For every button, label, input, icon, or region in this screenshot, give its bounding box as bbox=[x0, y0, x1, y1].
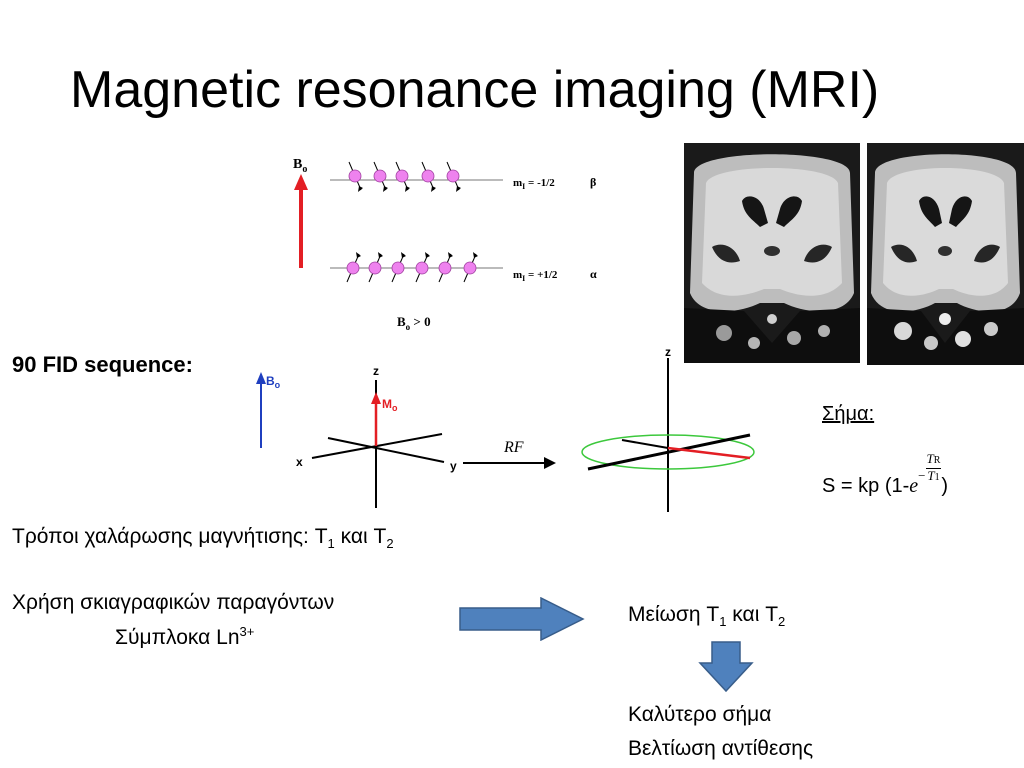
contrast-agents-text: Χρήση σκιαγραφικών παραγόντων bbox=[12, 591, 335, 614]
y-axis-1 bbox=[327, 437, 445, 463]
y-axis-2 bbox=[621, 439, 669, 449]
fraction-denominator: T1 bbox=[927, 468, 940, 484]
y-label-1: y bbox=[450, 459, 457, 473]
spin-particle bbox=[463, 252, 478, 283]
spin-particle bbox=[415, 252, 430, 283]
brain-scan-left-drawing bbox=[684, 143, 860, 363]
spin-particle bbox=[346, 252, 361, 283]
fraction-numerator: TR bbox=[925, 452, 942, 469]
spin-particle bbox=[438, 252, 453, 283]
better-signal-text: Καλύτερο σήμα bbox=[628, 703, 772, 726]
signal-label: Σήμα: bbox=[822, 403, 875, 425]
formula-minus: − bbox=[918, 468, 926, 483]
alpha-greek: α bbox=[590, 267, 597, 281]
transverse-magnetization bbox=[667, 446, 751, 460]
b0-arrow-head bbox=[294, 174, 308, 190]
z-label-1: z bbox=[373, 364, 379, 378]
t1-t2-reduction-text: Μείωση T1 και T2 bbox=[628, 603, 786, 630]
spin-particle bbox=[373, 161, 388, 192]
z-label-2: z bbox=[665, 345, 671, 359]
spin-particle bbox=[395, 161, 410, 192]
m0-arrow-head bbox=[371, 392, 381, 404]
spin-particle bbox=[421, 161, 436, 192]
precession-ellipse bbox=[581, 434, 755, 470]
rf-label: RF bbox=[503, 439, 524, 456]
rf-arrow-head bbox=[544, 457, 556, 469]
x-axis-2 bbox=[587, 433, 751, 471]
formula-left: S = kp (1- bbox=[822, 475, 910, 497]
b0-condition: Bo > 0 bbox=[397, 314, 431, 332]
fid-vector-diagram: Bo z x y Mo RF z bbox=[256, 345, 755, 512]
b0-label: Bo bbox=[293, 157, 307, 175]
right-block-arrow bbox=[459, 597, 585, 641]
spin-particle bbox=[368, 252, 383, 283]
slide-title: Magnetic resonance imaging (MRI) bbox=[70, 61, 880, 119]
b0-small-arrow-head bbox=[256, 372, 266, 384]
energy-level-diagram: Bo mI = -1/2 β mI = +1/2 α Bo > 0 bbox=[293, 157, 597, 332]
spin-particle bbox=[348, 161, 363, 192]
beta-spins bbox=[348, 161, 461, 192]
x-label-1: x bbox=[296, 455, 303, 469]
fid-sequence-label: 90 FID sequence: bbox=[12, 352, 193, 377]
beta-greek: β bbox=[590, 175, 596, 189]
contrast-improvement-text: Βελτίωση αντίθεσης bbox=[628, 737, 814, 760]
m0-label: Mo bbox=[382, 397, 398, 413]
mri-brain-image-right bbox=[867, 143, 1024, 365]
spin-particle bbox=[446, 161, 461, 192]
formula-right: ) bbox=[941, 475, 949, 497]
alpha-spins bbox=[346, 252, 478, 283]
beta-state-label: mI = -1/2 bbox=[513, 177, 555, 191]
alpha-state-label: mI = +1/2 bbox=[513, 269, 558, 283]
spin-particle bbox=[391, 252, 406, 283]
b0-small-label: Bo bbox=[266, 374, 281, 390]
mri-brain-image-left bbox=[684, 143, 860, 363]
brain-scan-right-drawing bbox=[867, 143, 1024, 365]
relaxation-modes-text: Τρόποι χαλάρωσης μαγνήτισης: T1 και T2 bbox=[12, 525, 394, 552]
down-block-arrow bbox=[698, 641, 754, 693]
lanthanide-complexes-text: Σύμπλοκα Ln3+ bbox=[115, 624, 255, 649]
formula-e: e bbox=[909, 475, 919, 497]
